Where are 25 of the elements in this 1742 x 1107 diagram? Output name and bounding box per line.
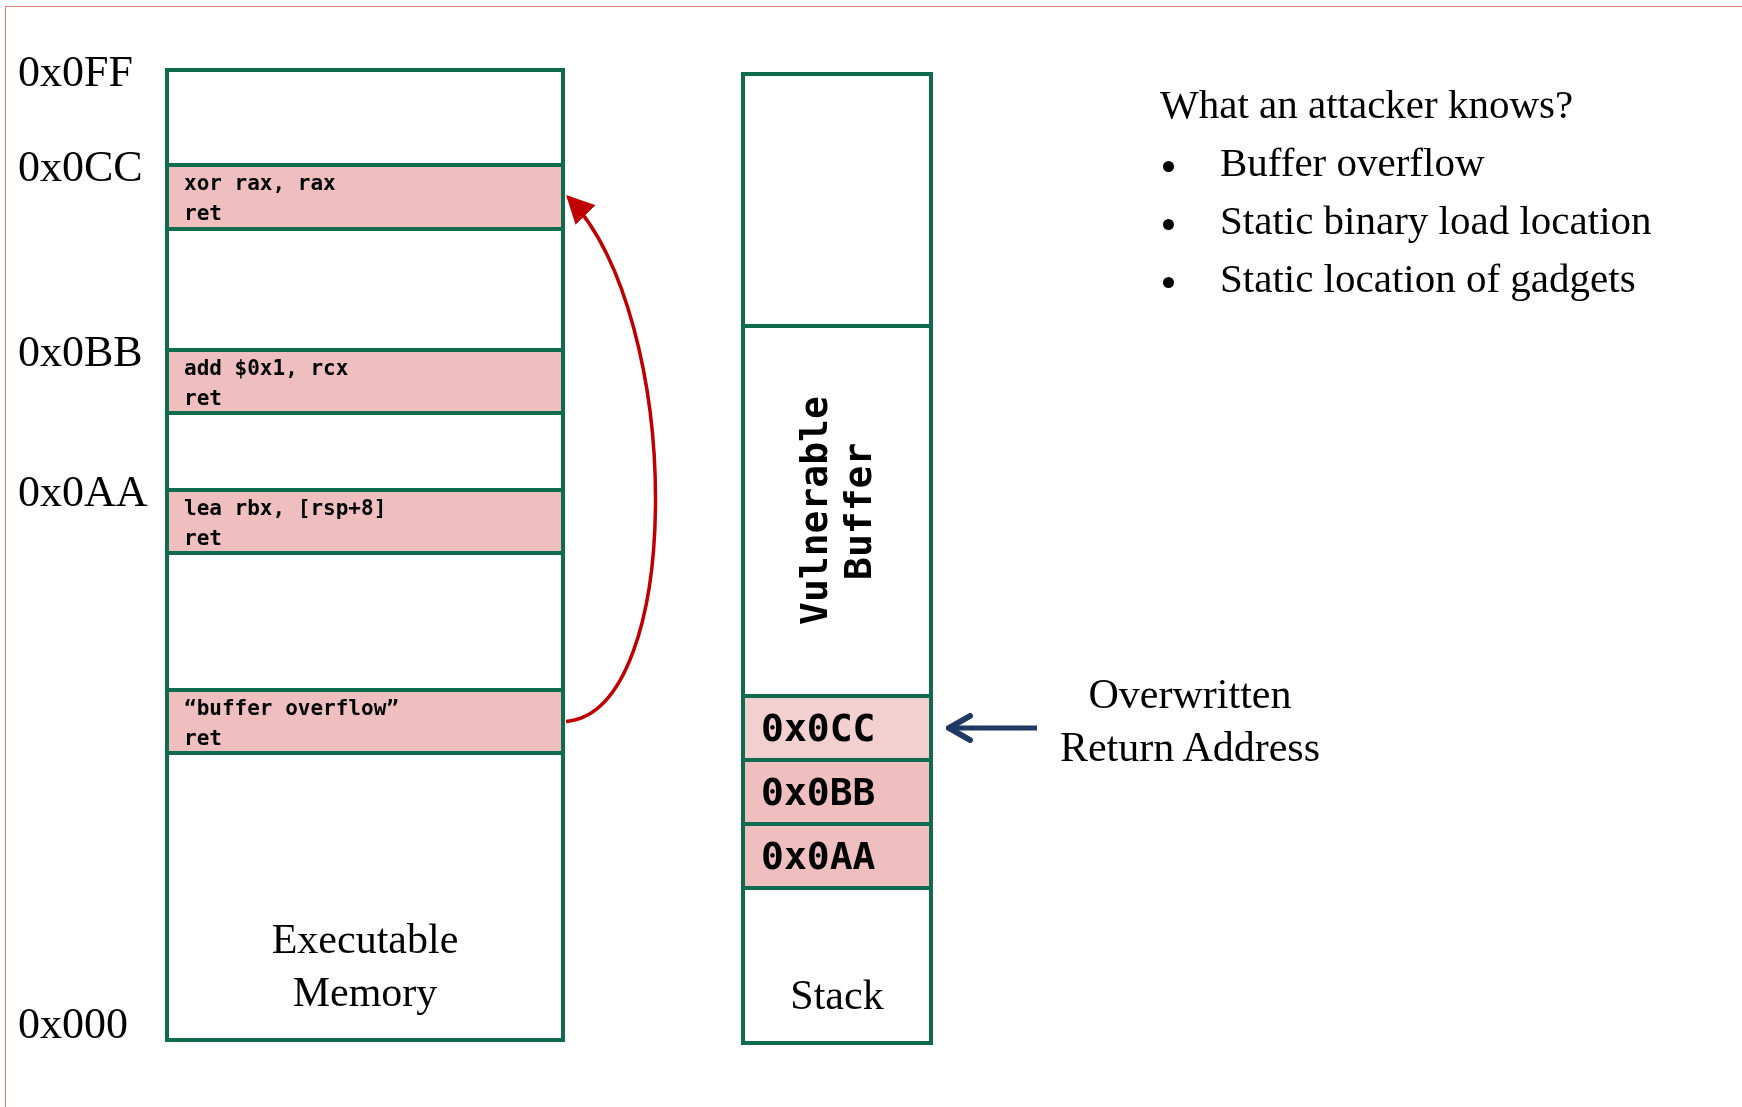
stack-region xyxy=(741,72,933,1045)
code-line: “buffer overflow” xyxy=(184,695,399,722)
memory-region xyxy=(165,68,565,1042)
code-line: ret xyxy=(184,385,222,412)
arrow xyxy=(946,713,1037,743)
address-label: 0x000 xyxy=(18,1000,128,1049)
code-line: xor rax, rax xyxy=(184,170,336,197)
address-label: 0x0BB xyxy=(18,328,143,377)
code-line: ret xyxy=(184,200,222,227)
arrow xyxy=(565,194,658,724)
buffer-label: Vulnerable Buffer xyxy=(793,395,881,628)
annotation-text: Overwritten Return Address xyxy=(1040,668,1340,788)
bullet-text: Static location of gadgets xyxy=(1220,256,1636,302)
code-line: ret xyxy=(184,525,222,552)
address-label: 0x0AA xyxy=(18,468,148,517)
address-label: 0x0CC xyxy=(18,143,143,192)
code-line: ret xyxy=(184,725,222,752)
heading-text: What an attacker knows? xyxy=(1160,82,1574,128)
region-label: Stack xyxy=(789,970,885,1020)
bullet-text: Static binary load location xyxy=(1220,198,1652,244)
region-label: Executable Memory xyxy=(270,915,460,1017)
address-label: 0x0FF xyxy=(18,48,133,97)
code-line: lea rbx, [rsp+8] xyxy=(184,495,387,522)
bullet-text: Buffer overflow xyxy=(1220,140,1485,186)
code-line: add $0x1, rcx xyxy=(184,355,349,382)
